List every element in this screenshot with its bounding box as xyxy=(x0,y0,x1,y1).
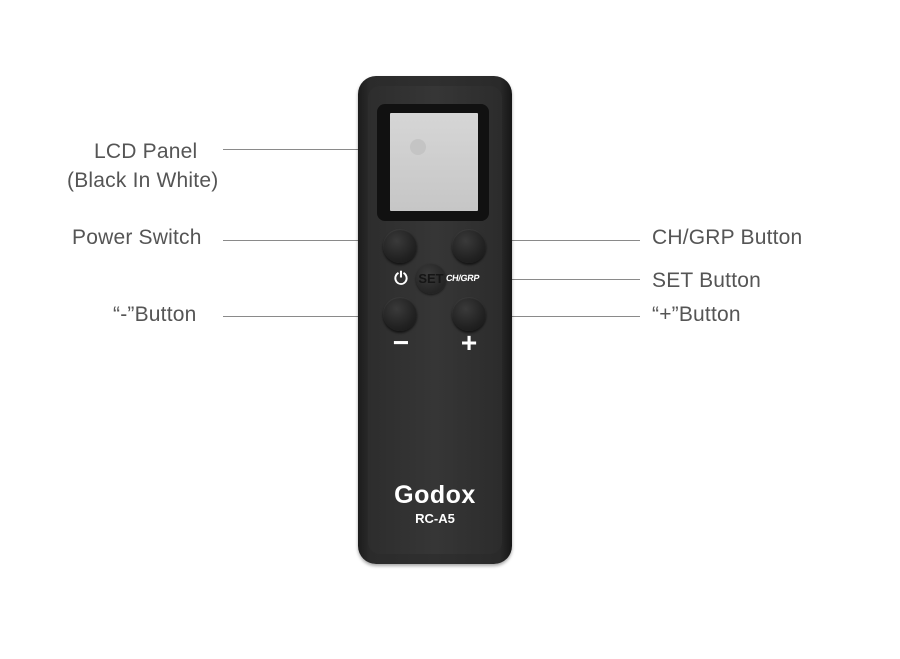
brand-logo: Godox xyxy=(394,481,476,509)
leader-line-power-switch xyxy=(223,240,397,241)
plus-icon: + xyxy=(460,327,478,358)
power-icon: ⏻ xyxy=(394,269,408,288)
ch-grp-label: CH/GRP xyxy=(445,273,480,283)
leader-line-ch-grp-button xyxy=(468,240,640,241)
leader-line-set-button xyxy=(432,279,640,280)
set-button[interactable]: SET xyxy=(416,264,446,294)
leader-line-plus-button xyxy=(468,316,640,317)
ch-grp-button[interactable] xyxy=(452,229,486,263)
label-plus-button: “+”Button xyxy=(652,303,741,326)
label-ch-grp-button: CH/GRP Button xyxy=(652,226,803,249)
label-power-switch: Power Switch xyxy=(72,226,202,249)
label-lcd-panel-note: (Black In White) xyxy=(67,169,219,192)
power-switch-button[interactable] xyxy=(383,229,417,263)
lcd-panel-screen xyxy=(390,113,478,211)
model-label: RC-A5 xyxy=(415,511,455,526)
label-minus-button: “-”Button xyxy=(113,303,197,326)
minus-icon: − xyxy=(392,327,410,358)
label-set-button: SET Button xyxy=(652,269,762,292)
plus-button[interactable] xyxy=(452,297,486,331)
leader-line-minus-button xyxy=(223,316,399,317)
leader-line-lcd-panel xyxy=(223,149,413,150)
minus-button[interactable] xyxy=(383,297,417,331)
label-lcd-panel: LCD Panel xyxy=(94,140,198,163)
lcd-marker-dot xyxy=(410,139,426,155)
